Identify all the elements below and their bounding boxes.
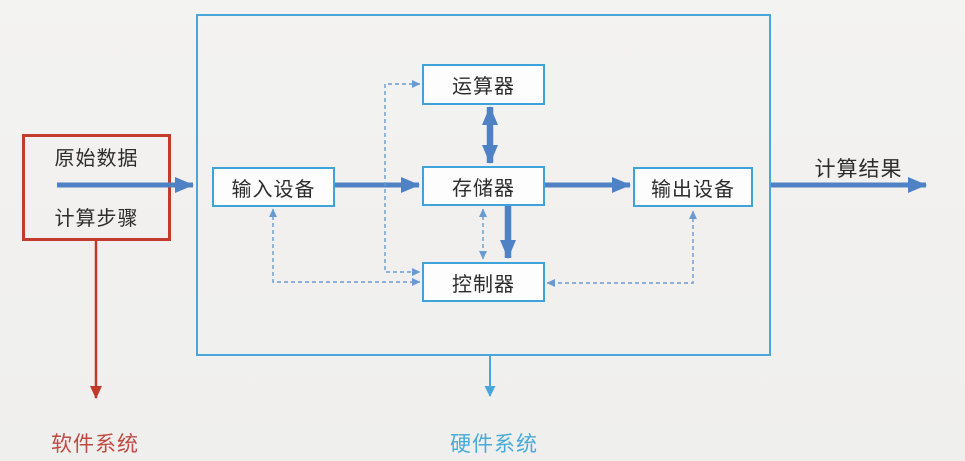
controller-label: 控制器 bbox=[452, 271, 515, 296]
output-device-label: 输出设备 bbox=[651, 176, 735, 201]
alu-box: 运算器 bbox=[422, 64, 545, 105]
input-device-label: 输入设备 bbox=[231, 176, 316, 201]
hardware-system-label: 硬件系统 bbox=[450, 432, 538, 456]
computation-result-label: 计算结果 bbox=[814, 157, 903, 181]
software-system-box: 原始数据 计算步骤 bbox=[22, 134, 171, 241]
memory-box: 存储器 bbox=[422, 166, 545, 206]
alu-label: 运算器 bbox=[452, 74, 515, 98]
software-system-label: 软件系统 bbox=[51, 432, 139, 456]
memory-label: 存储器 bbox=[452, 175, 515, 200]
output-device-box: 输出设备 bbox=[633, 167, 753, 207]
controller-box: 控制器 bbox=[422, 262, 545, 302]
software-box-line-raw-data: 原始数据 bbox=[54, 146, 139, 170]
input-device-box: 输入设备 bbox=[212, 167, 335, 207]
hardware-system-container-box bbox=[196, 14, 771, 356]
software-box-line-computation-steps: 计算步骤 bbox=[54, 206, 139, 230]
